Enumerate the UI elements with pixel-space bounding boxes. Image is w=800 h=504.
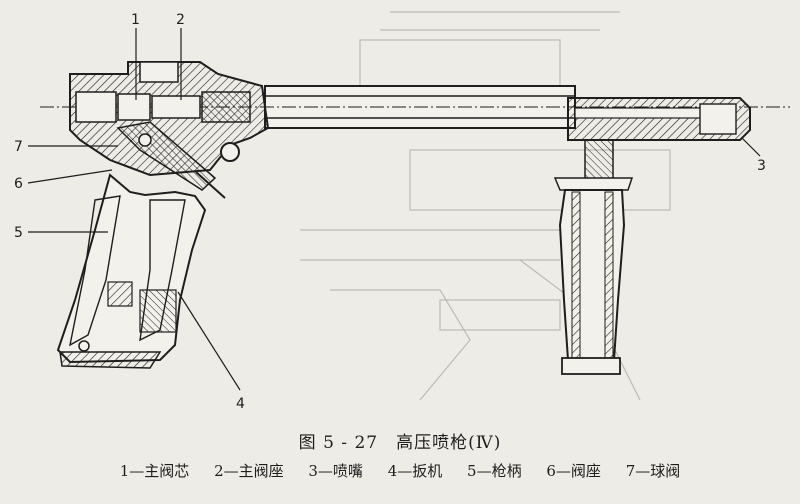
legend-item-2: 2—主阀座 bbox=[214, 462, 284, 480]
legend-item-5: 5—枪柄 bbox=[467, 462, 522, 480]
callout-5: 5 bbox=[14, 225, 23, 241]
legend-item-6: 6—阀座 bbox=[546, 462, 601, 480]
parts-legend: 1—主阀芯 2—主阀座 3—喷嘴 4—扳机 5—枪柄 6—阀座 7—球阀 bbox=[0, 460, 800, 481]
legend-item-7: 7—球阀 bbox=[625, 462, 681, 480]
spray-gun-drawing: 1 2 3 4 5 6 7 bbox=[14, 11, 790, 412]
callout-6: 6 bbox=[14, 176, 23, 192]
figure-caption: 图 5 - 27 高压喷枪(Ⅳ) bbox=[298, 433, 502, 453]
front-handle bbox=[553, 139, 634, 375]
valve-body bbox=[69, 61, 270, 177]
ball-valve-assembly bbox=[116, 121, 226, 199]
callout-1: 1 bbox=[131, 12, 140, 28]
legend-item-3: 3—喷嘴 bbox=[308, 462, 363, 480]
leader-lines bbox=[27, 28, 761, 391]
callout-3: 3 bbox=[757, 158, 766, 174]
legend-item-1: 1—主阀芯 bbox=[119, 462, 190, 480]
callout-7: 7 bbox=[14, 139, 23, 155]
nozzle-assembly bbox=[567, 97, 751, 141]
callout-4: 4 bbox=[236, 396, 245, 412]
grip-handle bbox=[56, 173, 207, 369]
callout-2: 2 bbox=[176, 12, 185, 28]
legend-item-4: 4—扳机 bbox=[387, 462, 443, 480]
